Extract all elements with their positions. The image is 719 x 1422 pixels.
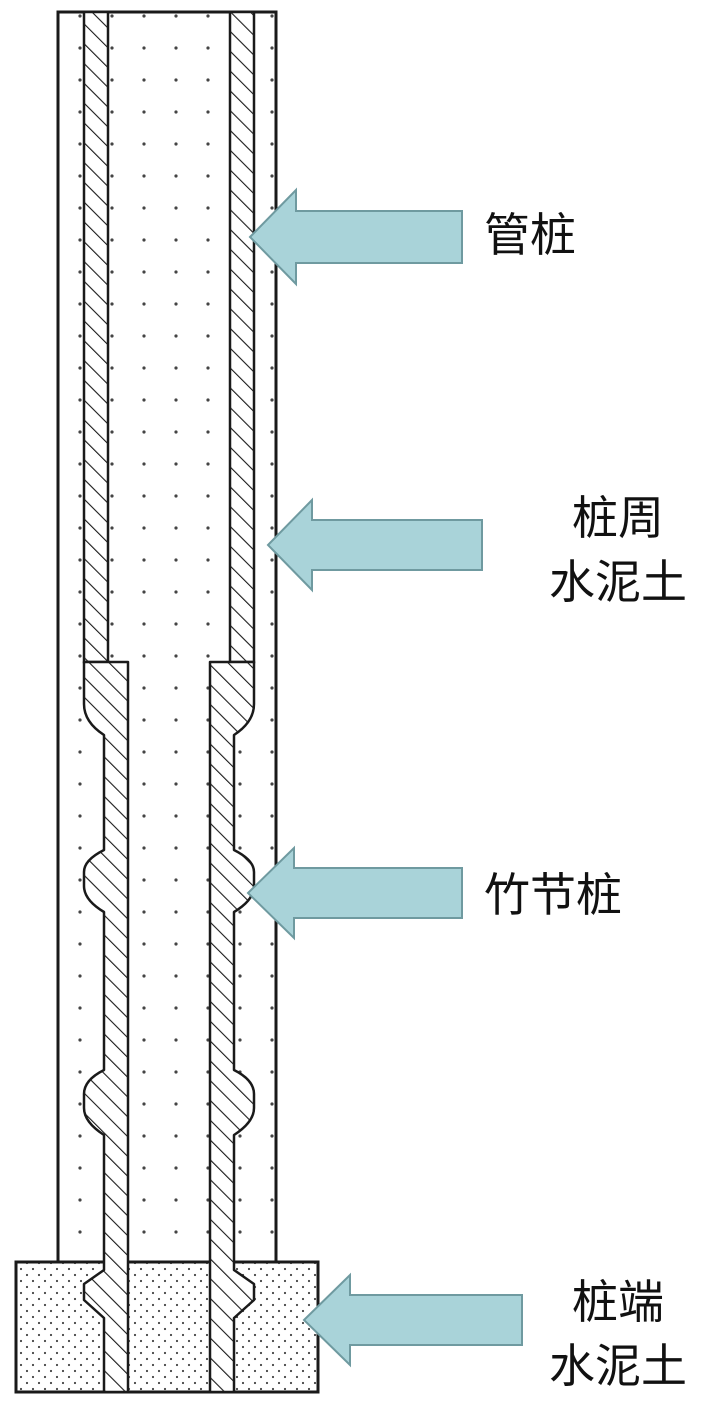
pipe-pile-right-wall xyxy=(228,10,256,664)
bamboo-pile-right-wall xyxy=(208,660,256,1394)
label-pile-end-line2: 水泥土 xyxy=(549,1339,687,1393)
pile-end-cement-soil xyxy=(14,1260,320,1394)
arrow-pile-side-cement-soil xyxy=(266,497,483,593)
label-pile-end-line1: 桩端 xyxy=(572,1275,664,1329)
label-pile-side-line1: 桩周 xyxy=(572,491,664,545)
arrow-pipe-pile xyxy=(248,187,463,287)
label-pile-side-cement-soil: 桩周 水泥土 xyxy=(528,486,708,614)
arrow-pile-end-cement-soil xyxy=(302,1272,523,1368)
arrow-bamboo-joint-pile xyxy=(246,845,463,941)
label-pile-side-line2: 水泥土 xyxy=(549,555,687,609)
label-pile-end-cement-soil: 桩端 水泥土 xyxy=(528,1270,708,1398)
label-bamboo-joint-pile: 竹节桩 xyxy=(484,868,622,922)
label-pipe-pile: 管桩 xyxy=(484,208,576,262)
bamboo-pile-left-wall xyxy=(82,660,130,1394)
pipe-pile-left-wall xyxy=(82,10,110,664)
